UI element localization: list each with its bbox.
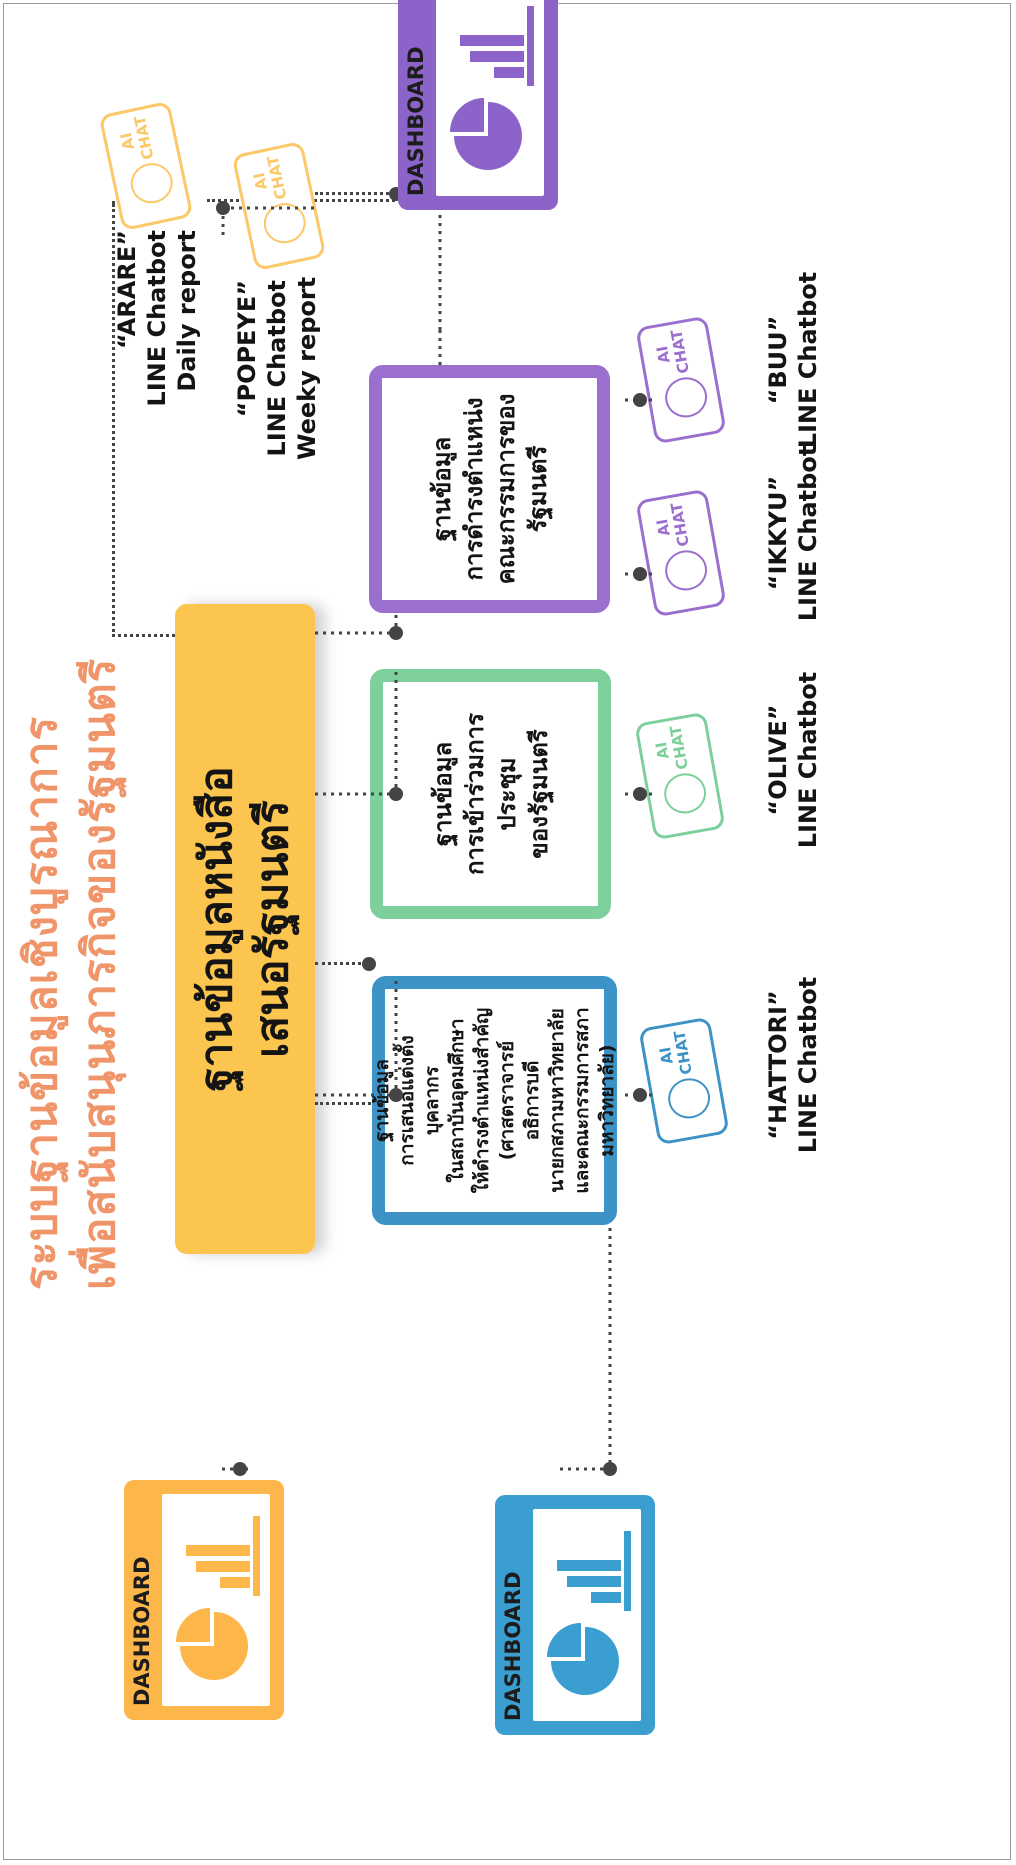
connector-dot <box>603 1462 617 1476</box>
connector-dot <box>233 1462 247 1476</box>
connector-dot <box>216 201 230 215</box>
connector-line <box>315 976 398 1097</box>
connector-dot <box>389 626 403 640</box>
connector-dot <box>633 567 647 581</box>
pie-bar-chart-icon <box>450 6 534 170</box>
pie-bar-chart-icon <box>547 1531 631 1695</box>
connector-dot <box>633 393 647 407</box>
connector-line <box>315 669 398 796</box>
connector-dot <box>389 1088 403 1102</box>
connector-dot <box>633 1088 647 1102</box>
dashboard-card-committee: DASHBOARD <box>398 0 558 210</box>
dashboard-card-staff: DASHBOARD <box>495 1495 655 1735</box>
connector-line <box>315 613 398 635</box>
connector-dot <box>633 787 647 801</box>
dashboard-panel <box>162 1494 270 1706</box>
connector-line <box>560 1225 612 1471</box>
dashboard-panel <box>533 1509 641 1721</box>
dashboard-card-central: DASHBOARD <box>124 1480 284 1720</box>
connector-dot <box>389 787 403 801</box>
pie-bar-chart-icon <box>176 1516 260 1680</box>
dashboard-panel <box>436 0 544 196</box>
